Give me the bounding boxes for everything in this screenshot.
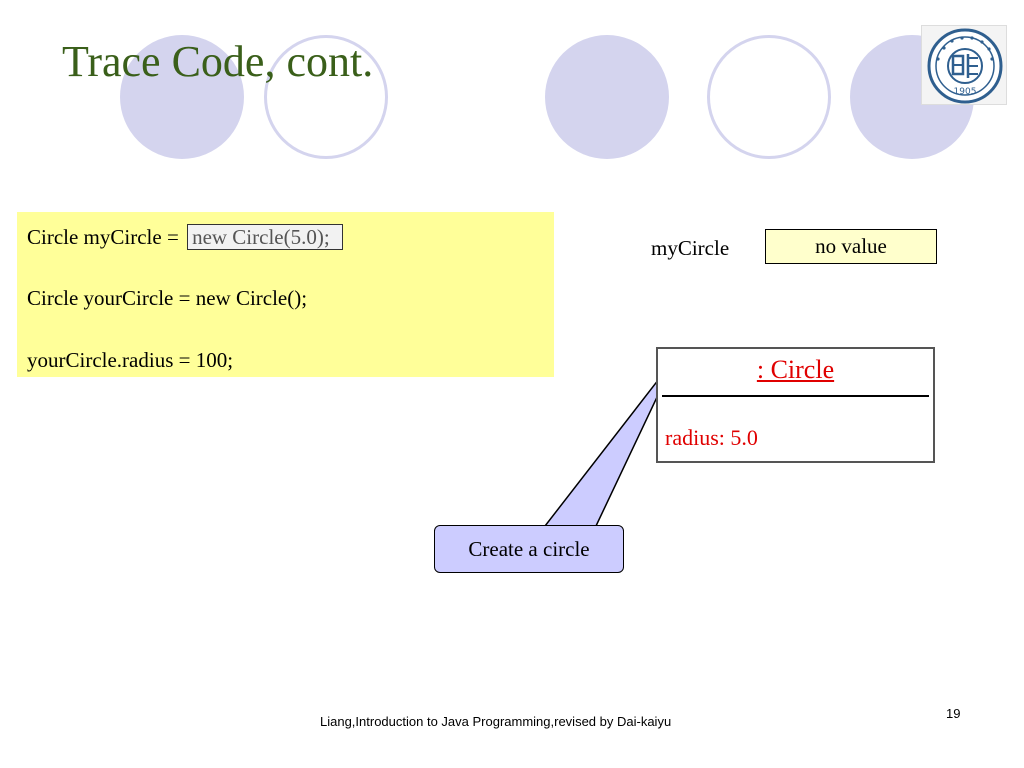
object-class-name: : Circle: [756, 355, 835, 384]
object-field-radius: radius: 5.0: [665, 425, 758, 450]
code-line-1: Circle myCircle = new Circle(5.0);: [27, 224, 343, 250]
footer-text: Liang,Introduction to Java Programming,r…: [320, 714, 672, 729]
variable-value-box: no value: [765, 229, 937, 264]
page-number: 19: [946, 706, 961, 721]
code-line-1-prefix: Circle myCircle =: [27, 225, 185, 249]
callout-box: Create a circle: [434, 525, 624, 573]
code-highlight: new Circle(5.0);: [187, 224, 343, 250]
circle-object-box: : Circle radius: 5.0: [656, 347, 935, 463]
seal-icon: 1905: [927, 28, 1003, 104]
decor-circle-2: [264, 35, 388, 159]
code-block: Circle myCircle = new Circle(5.0); Circl…: [17, 212, 554, 377]
decor-circle-3: [545, 35, 669, 159]
code-line-3: yourCircle.radius = 100;: [27, 348, 234, 372]
code-line-2: Circle yourCircle = new Circle();: [27, 286, 308, 310]
decor-circle-4: [707, 35, 831, 159]
variable-name: myCircle: [651, 236, 730, 260]
slide-title: Trace Code, cont.: [62, 37, 374, 86]
decor-circle-1: [120, 35, 244, 159]
object-divider: [662, 395, 929, 397]
svg-text:1905: 1905: [954, 87, 977, 97]
university-logo: 1905: [921, 25, 1007, 105]
